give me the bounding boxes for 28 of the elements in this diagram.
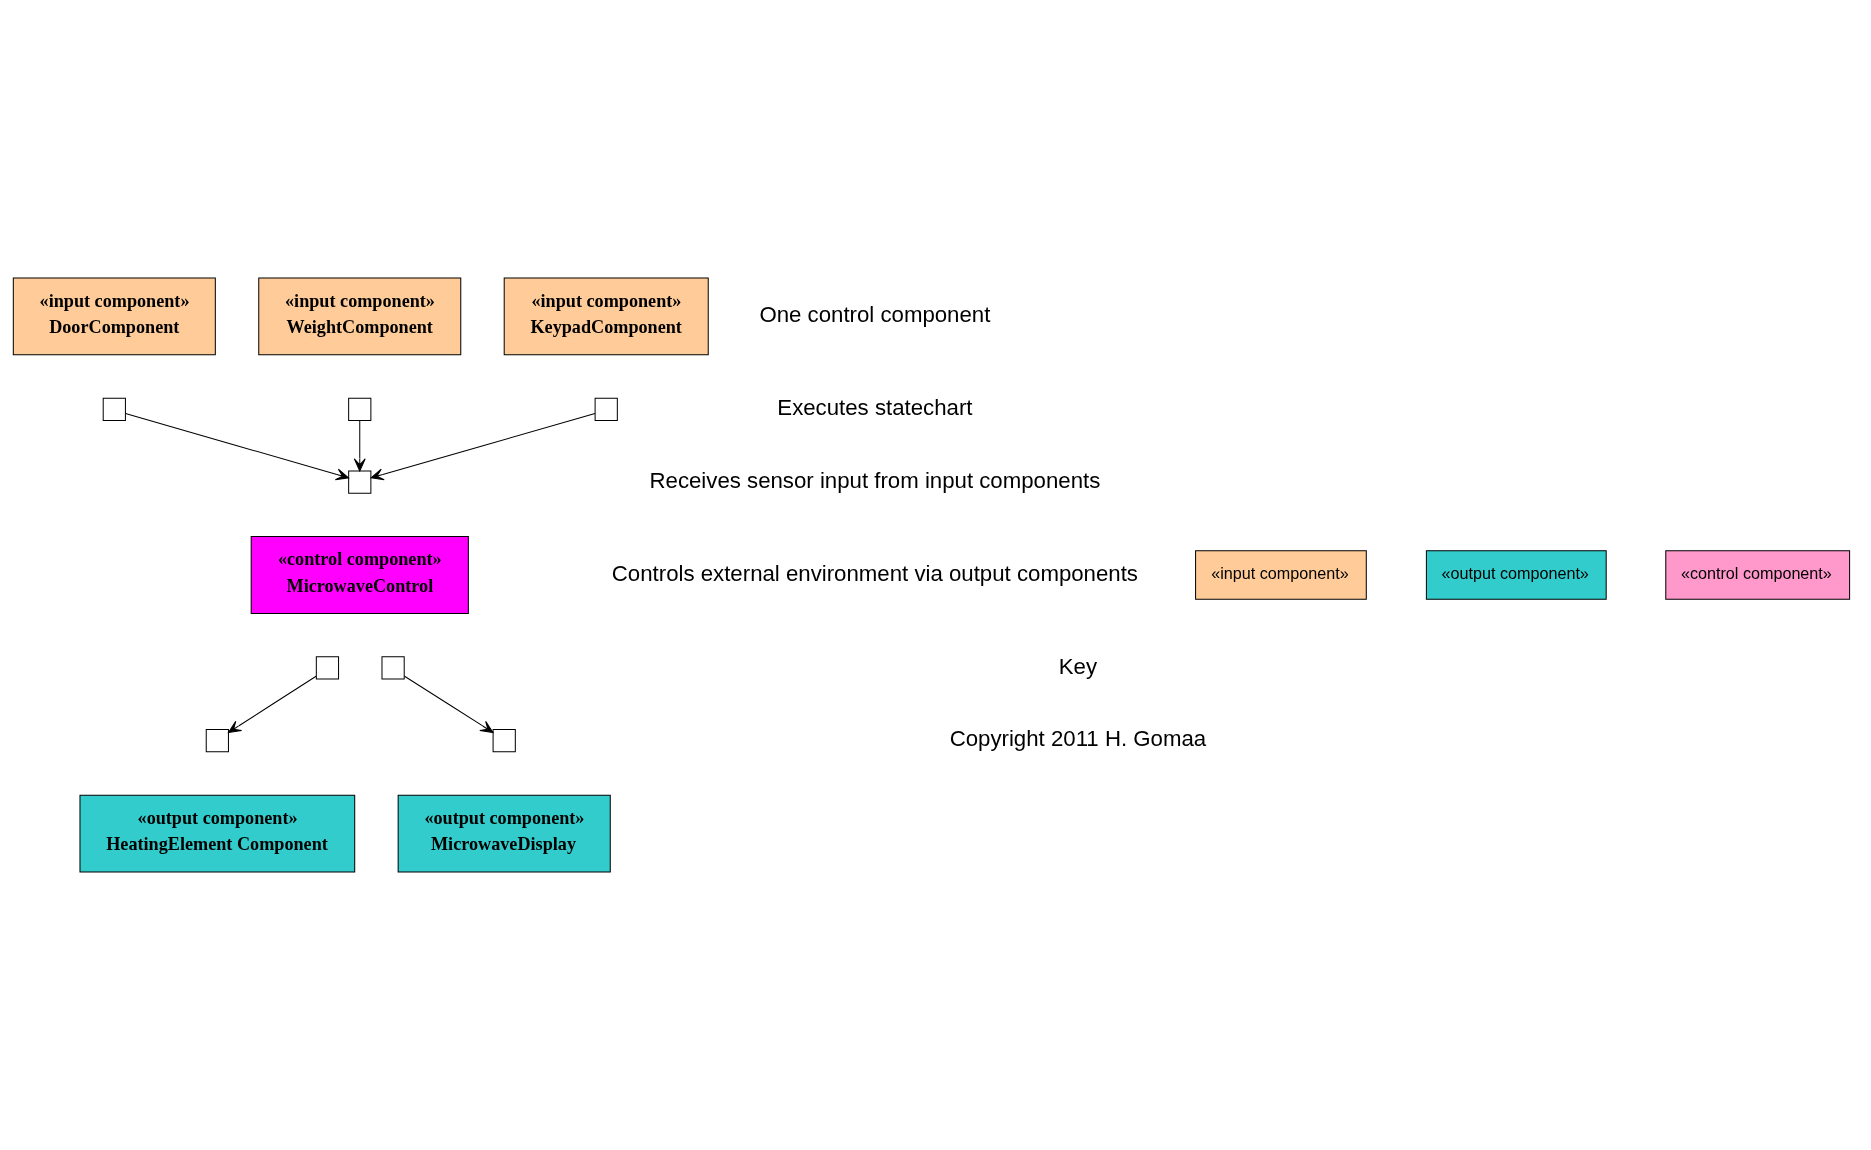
label: Key [1058,653,1098,679]
node-box [205,729,229,753]
arrow [227,675,317,733]
node-box: «input component» KeypadComponent [503,277,709,356]
arrow [404,675,494,733]
label: Executes statechart [777,395,973,421]
legend-label: «input component» [1211,563,1349,582]
arrow [125,413,349,481]
node-box [102,397,126,421]
label: Copyright 2011 H. Gomaa [949,726,1207,752]
legend-label: «control component» [1680,563,1832,582]
node-box [348,397,372,421]
node-box [348,470,372,494]
arrow [353,420,366,472]
node-box: «output component» MicrowaveDisplay [397,794,611,873]
node-box [594,397,618,421]
label: Receives sensor input from input components [649,467,1101,493]
node-box: «input component» DoorComponent [12,277,216,356]
node-box: «control component» MicrowaveControl [250,536,469,614]
label: One control component [759,302,991,328]
legend-label: «output component» [1441,563,1589,582]
node-box: «input component» WeightComponent [258,277,462,356]
node-box [315,656,340,680]
label: Controls external environment via output components [611,560,1138,586]
node-box: «output component» HeatingElement Component [79,794,356,873]
node-box [381,656,405,680]
node-box [492,729,516,753]
arrow [370,413,596,481]
